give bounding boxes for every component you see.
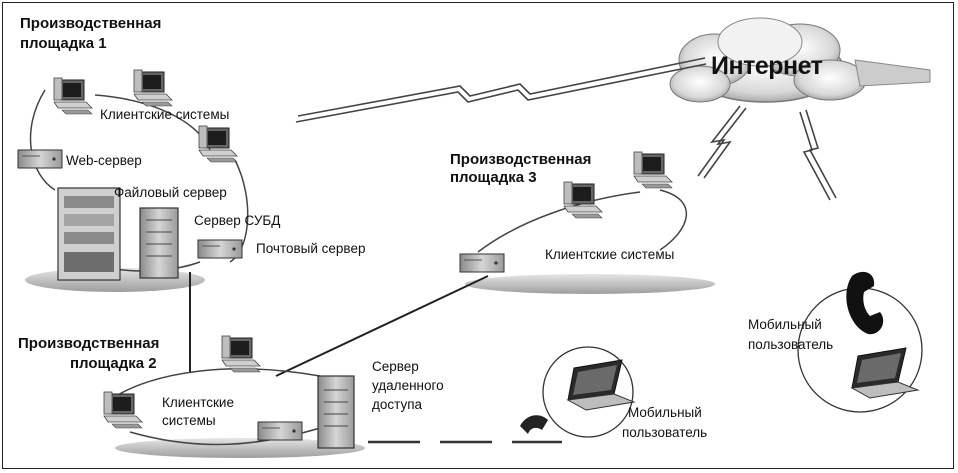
site3-platform: [465, 189, 715, 294]
site2-ras-line3: доступа: [372, 397, 423, 412]
internet-cloud: [669, 17, 931, 103]
site1-title-line2: площадка 1: [20, 35, 107, 52]
site3-title-line2: площадка 3: [450, 169, 537, 186]
site1-clients-label: Клиентские системы: [100, 107, 230, 122]
site2-box-device: [257, 421, 303, 441]
site1-mail-server-box: [197, 239, 243, 259]
site2-ras-line1: Сервер: [372, 359, 419, 374]
mobile-lower-line2: пользователь: [622, 425, 708, 440]
site1-dbms-server-label: Сервер СУБД: [194, 213, 281, 228]
site3-box-device: [459, 253, 505, 273]
site1-web-server-box: [17, 149, 63, 169]
site2-clients-line1: Клиентские: [162, 395, 234, 410]
site3-clients-label: Клиентские системы: [545, 247, 675, 262]
site3-title-line1: Производственная: [450, 151, 592, 168]
site2-title-line2: площадка 2: [70, 355, 157, 372]
site1-client-pc-1: [53, 77, 93, 115]
mobile-right-laptop: [851, 347, 919, 399]
mobile-right-line1: Мобильный: [748, 317, 822, 332]
site1-mail-server-label: Почтовый сервер: [256, 241, 366, 256]
mobile-lower-line1: Мобильный: [628, 405, 702, 420]
site1-file-server-label: Файловый сервер: [114, 185, 227, 200]
site2-remote-access-server: [317, 375, 355, 449]
site1-rack: [57, 187, 121, 281]
site2-client-pc-1: [221, 335, 261, 373]
site2-title-line1: Производственная: [18, 335, 160, 352]
mobile-lower-laptop: [567, 359, 635, 411]
site2-clients-line2: системы: [162, 413, 216, 428]
modem-handset-lower: [520, 415, 548, 434]
mobile-lower-circle: [542, 346, 634, 438]
site1-client-pc-3: [198, 125, 238, 163]
link-site2-site3: [275, 275, 489, 377]
mobile-right-line2: пользователь: [748, 337, 834, 352]
site1-client-pc-2: [133, 69, 173, 107]
site2-client-pc-2: [103, 391, 143, 429]
site3-client-pc-2: [633, 151, 673, 189]
site1-title-line1: Производственная: [20, 15, 162, 32]
site1-file-server-tower: [139, 207, 179, 279]
wireless-links: [295, 57, 837, 201]
phone-handset-icon: [846, 271, 884, 335]
internet-label: Интернет: [711, 52, 823, 80]
site2-ras-line2: удаленного: [372, 378, 444, 393]
site1-web-server-label: Web-сервер: [66, 153, 142, 168]
